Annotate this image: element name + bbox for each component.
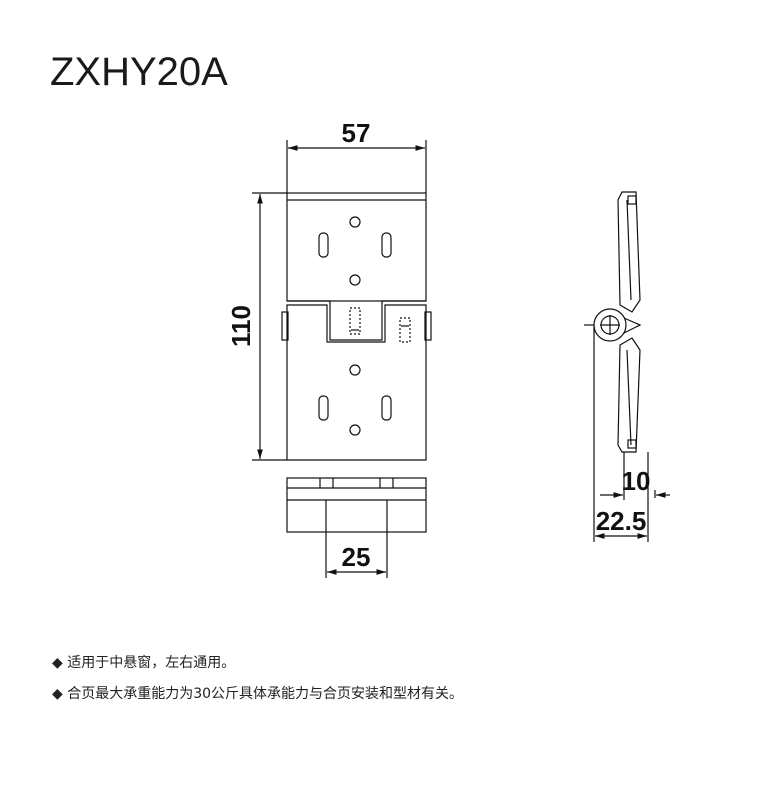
label-side-small: 10 [622, 466, 651, 496]
label-width: 57 [342, 118, 371, 148]
note-item: ◆ 合页最大承重能力为30公斤具体承能力与合页安装和型材有关。 [52, 686, 464, 702]
dim-width [286, 140, 427, 193]
dim-base-width [325, 532, 388, 578]
spec-notes-2: ◆ 合页最大承重能力为30公斤具体承能力与合页安装和型材有关。 [52, 683, 463, 703]
note-item: ◆ 适用于中悬窗，左右通用。 [52, 655, 236, 671]
label-base-width: 25 [342, 542, 371, 572]
page-title: ZXHY20A [50, 50, 228, 94]
label-height: 110 [226, 305, 256, 347]
hinge-technical-drawing: 57 110 25 10 22.5 [226, 118, 670, 578]
front-view [281, 192, 432, 461]
dim-side-total [593, 325, 649, 542]
spec-notes: ◆ 适用于中悬窗，左右通用。 [52, 652, 235, 672]
label-side-total: 22.5 [596, 506, 647, 536]
dim-height [252, 192, 287, 461]
bottom-view [286, 477, 427, 533]
dim-side-small [600, 452, 670, 500]
side-view [584, 191, 642, 453]
